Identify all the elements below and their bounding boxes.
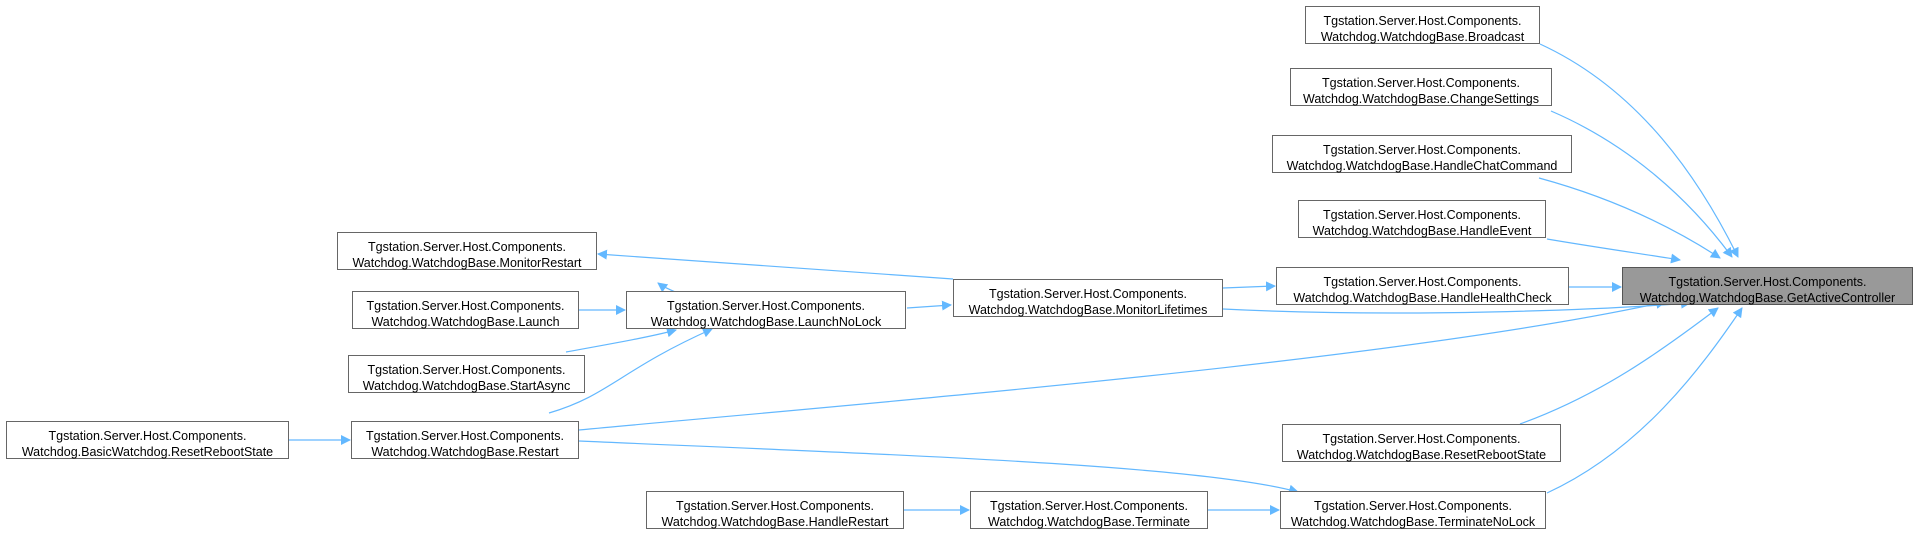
edge-terminatenolock-to-getactivecontroller <box>1546 307 1743 494</box>
edge-restart-to-getactivecontroller <box>578 299 1666 431</box>
node-handle-event[interactable]: Tgstation.Server.Host.Components. Watchd… <box>1298 200 1546 238</box>
node-terminate-line1: Tgstation.Server.Host.Components. <box>989 499 1188 513</box>
node-reset-reboot-state[interactable]: Tgstation.Server.Host.Components. Watchd… <box>1282 424 1561 462</box>
node-monitor-restart-line1: Tgstation.Server.Host.Components. <box>367 240 566 254</box>
node-launch-no-lock-line1: Tgstation.Server.Host.Components. <box>666 299 865 313</box>
node-handle-health-check-line2: Watchdog.WatchdogBase.HandleHealthCheck <box>1293 291 1552 305</box>
node-launch-no-lock[interactable]: Tgstation.Server.Host.Components. Watchd… <box>626 291 906 329</box>
node-basic-reset-reboot-state-line2: Watchdog.BasicWatchdog.ResetRebootState <box>21 445 274 459</box>
node-launch[interactable]: Tgstation.Server.Host.Components. Watchd… <box>352 291 579 329</box>
node-launch-line2: Watchdog.WatchdogBase.Launch <box>371 315 560 329</box>
node-handle-event-line2: Watchdog.WatchdogBase.HandleEvent <box>1312 224 1532 238</box>
node-restart[interactable]: Tgstation.Server.Host.Components. Watchd… <box>351 421 579 459</box>
node-monitor-lifetimes[interactable]: Tgstation.Server.Host.Components. Watchd… <box>953 279 1223 317</box>
node-reset-reboot-state-line2: Watchdog.WatchdogBase.ResetRebootState <box>1296 448 1547 462</box>
edge-restart-to-launchnolock <box>548 328 713 414</box>
node-monitor-restart[interactable]: Tgstation.Server.Host.Components. Watchd… <box>337 232 597 270</box>
node-terminate[interactable]: Tgstation.Server.Host.Components. Watchd… <box>970 491 1208 529</box>
node-change-settings-line1: Tgstation.Server.Host.Components. <box>1321 76 1520 90</box>
node-terminate-no-lock-line1: Tgstation.Server.Host.Components. <box>1313 499 1512 513</box>
node-get-active-controller-line1: Tgstation.Server.Host.Components. <box>1668 275 1867 289</box>
node-handle-restart[interactable]: Tgstation.Server.Host.Components. Watchd… <box>646 491 904 529</box>
node-get-active-controller[interactable]: Tgstation.Server.Host.Components. Watchd… <box>1622 267 1913 305</box>
node-monitor-restart-line2: Watchdog.WatchdogBase.MonitorRestart <box>352 256 582 270</box>
node-terminate-line2: Watchdog.WatchdogBase.Terminate <box>988 515 1190 529</box>
node-start-async-line1: Tgstation.Server.Host.Components. <box>367 363 566 377</box>
node-get-active-controller-line2: Watchdog.WatchdogBase.GetActiveControlle… <box>1639 291 1896 305</box>
node-handle-event-line1: Tgstation.Server.Host.Components. <box>1322 208 1521 222</box>
node-broadcast[interactable]: Tgstation.Server.Host.Components. Watchd… <box>1305 6 1540 44</box>
edge-broadcast-to-getactivecontroller <box>1539 43 1739 258</box>
node-basic-reset-reboot-state-line1: Tgstation.Server.Host.Components. <box>48 429 247 443</box>
node-handle-restart-line2: Watchdog.WatchdogBase.HandleRestart <box>661 515 889 529</box>
node-restart-line1: Tgstation.Server.Host.Components. <box>365 429 564 443</box>
node-start-async[interactable]: Tgstation.Server.Host.Components. Watchd… <box>348 355 585 393</box>
edge-launchnolock-to-monitorlifetimes <box>906 300 952 311</box>
edge-changesettings-to-getactivecontroller <box>1550 110 1733 258</box>
edge-startasync-to-launchnolock <box>565 327 677 353</box>
node-change-settings-line2: Watchdog.WatchdogBase.ChangeSettings <box>1302 92 1540 106</box>
node-launch-no-lock-line2: Watchdog.WatchdogBase.LaunchNoLock <box>650 315 882 329</box>
edge-monitorlifetimes-to-handlehealthcheck <box>1222 281 1276 292</box>
edge-handlechatcommand-to-getactivecontroller <box>1538 177 1721 259</box>
node-restart-line2: Watchdog.WatchdogBase.Restart <box>371 445 559 459</box>
node-change-settings[interactable]: Tgstation.Server.Host.Components. Watchd… <box>1290 68 1552 106</box>
node-monitor-lifetimes-line1: Tgstation.Server.Host.Components. <box>988 287 1187 301</box>
node-launch-line1: Tgstation.Server.Host.Components. <box>366 299 565 313</box>
node-start-async-line2: Watchdog.WatchdogBase.StartAsync <box>362 379 571 393</box>
node-handle-chat-command[interactable]: Tgstation.Server.Host.Components. Watchd… <box>1272 135 1572 173</box>
edge-restart-to-terminatenolock <box>578 440 1299 495</box>
edge-monitorlifetimes-to-monitorrestart <box>597 249 954 280</box>
edge-handleevent-to-getactivecontroller <box>1546 238 1681 264</box>
node-broadcast-line2: Watchdog.WatchdogBase.Broadcast <box>1320 30 1525 44</box>
node-terminate-no-lock-line2: Watchdog.WatchdogBase.TerminateNoLock <box>1290 515 1536 529</box>
node-terminate-no-lock[interactable]: Tgstation.Server.Host.Components. Watchd… <box>1280 491 1546 529</box>
edge-resetrebootstate-to-getactivecontroller <box>1519 307 1719 425</box>
node-handle-health-check[interactable]: Tgstation.Server.Host.Components. Watchd… <box>1276 267 1569 305</box>
node-broadcast-line1: Tgstation.Server.Host.Components. <box>1323 14 1522 28</box>
node-handle-restart-line1: Tgstation.Server.Host.Components. <box>675 499 874 513</box>
node-handle-chat-command-line2: Watchdog.WatchdogBase.HandleChatCommand <box>1286 159 1558 173</box>
node-reset-reboot-state-line1: Tgstation.Server.Host.Components. <box>1322 432 1521 446</box>
node-monitor-lifetimes-line2: Watchdog.WatchdogBase.MonitorLifetimes <box>968 303 1208 317</box>
node-handle-chat-command-line1: Tgstation.Server.Host.Components. <box>1322 143 1521 157</box>
node-basic-reset-reboot-state[interactable]: Tgstation.Server.Host.Components. Watchd… <box>6 421 289 459</box>
node-handle-health-check-line1: Tgstation.Server.Host.Components. <box>1323 275 1522 289</box>
